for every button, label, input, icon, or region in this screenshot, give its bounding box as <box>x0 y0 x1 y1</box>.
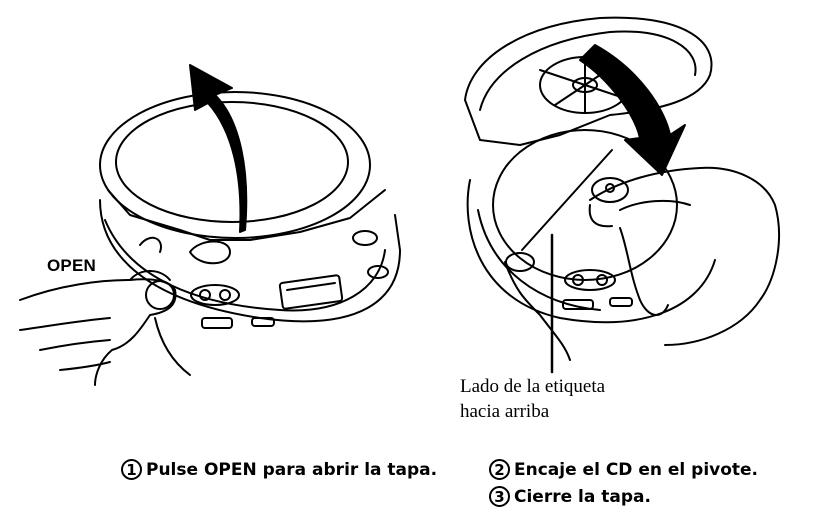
cd-player-right-drawing <box>464 16 781 374</box>
cd-player-left-drawing <box>19 64 401 386</box>
step-2: 2 Encaje el CD en el pivote. <box>489 459 758 480</box>
step-3-text: Cierre la tapa. <box>514 486 651 507</box>
step-1-text: Pulse OPEN para abrir la tapa. <box>146 459 438 480</box>
label-side-callout: Lado de la etiqueta hacia arriba <box>460 374 605 424</box>
step-2-number: 2 <box>489 459 510 480</box>
step-3-number: 3 <box>489 486 510 507</box>
step-1: 1 Pulse OPEN para abrir la tapa. <box>121 459 437 480</box>
step-3: 3 Cierre la tapa. <box>489 486 651 507</box>
open-button-label: OPEN <box>47 256 96 275</box>
step-2-text: Encaje el CD en el pivote. <box>514 459 759 480</box>
callout-line-2: hacia arriba <box>460 401 550 422</box>
callout-line-1: Lado de la etiqueta <box>460 376 606 397</box>
step-1-number: 1 <box>121 459 142 480</box>
